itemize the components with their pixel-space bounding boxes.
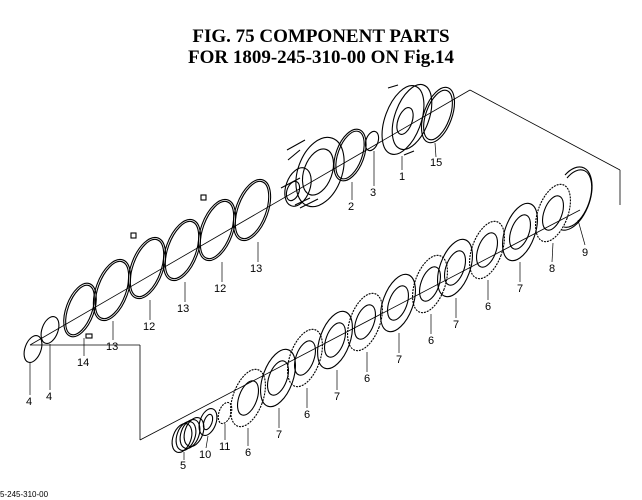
o-ring-4-a xyxy=(23,335,43,363)
ring-13-a xyxy=(92,258,132,322)
label-part-3: 3 xyxy=(370,187,376,199)
leader-lines xyxy=(29,142,586,460)
figure-title-line-2: FOR 1809-245-310-00 ON Fig.14 xyxy=(188,47,454,68)
plate-7-f xyxy=(502,202,538,262)
ring-12-b xyxy=(197,194,237,262)
plate-7-d xyxy=(380,273,416,333)
label-part-13-c: 13 xyxy=(250,263,262,275)
snap-ring-15 xyxy=(420,86,456,144)
part-labels: 15 1 3 2 13 12 13 12 13 14 4 4 9 8 7 6 7… xyxy=(26,157,588,472)
ring-13-b xyxy=(162,218,202,282)
spring-5 xyxy=(171,417,205,453)
ring-11 xyxy=(217,401,233,425)
label-part-5: 5 xyxy=(180,460,186,472)
figure-title-line-1: FIG. 75 COMPONENT PARTS xyxy=(192,26,450,47)
label-part-14: 14 xyxy=(77,357,89,369)
label-part-13-b: 13 xyxy=(177,303,189,315)
label-part-6-c: 6 xyxy=(364,373,370,385)
label-part-4-a: 4 xyxy=(26,396,32,408)
label-part-6-e: 6 xyxy=(485,301,491,313)
label-part-7-e: 7 xyxy=(453,319,459,331)
seal-ring-2 xyxy=(333,128,367,182)
label-part-11: 11 xyxy=(219,441,230,453)
footer-code: 5-245-310-00 xyxy=(0,490,49,499)
label-part-6-a: 6 xyxy=(245,447,251,459)
ring-12-a xyxy=(127,232,167,300)
label-part-8: 8 xyxy=(549,263,555,275)
o-ring-3 xyxy=(364,130,380,152)
snap-ring-9 xyxy=(561,166,593,231)
label-part-15: 15 xyxy=(430,157,442,169)
plate-6-a xyxy=(230,368,266,428)
plate-7-c xyxy=(317,310,353,370)
label-part-9: 9 xyxy=(582,247,588,259)
label-part-7-d: 7 xyxy=(396,354,402,366)
ring-13-c xyxy=(232,178,272,242)
plate-8 xyxy=(535,183,571,243)
label-part-2: 2 xyxy=(348,201,354,213)
label-part-7-f: 7 xyxy=(517,283,523,295)
label-part-6-d: 6 xyxy=(428,335,434,347)
label-part-7-c: 7 xyxy=(334,391,340,403)
plate-6-e xyxy=(469,220,505,280)
label-part-1: 1 xyxy=(399,171,405,183)
o-ring-4-b xyxy=(40,316,60,344)
ring-14 xyxy=(63,282,97,339)
label-part-6-b: 6 xyxy=(304,409,310,421)
clutch-hub xyxy=(280,136,345,209)
plate-6-b xyxy=(287,328,323,388)
label-part-12-a: 12 xyxy=(143,321,155,333)
plate-7-b xyxy=(260,348,296,408)
piston-1 xyxy=(381,83,433,156)
label-part-7-b: 7 xyxy=(276,429,282,441)
label-part-4-b: 4 xyxy=(46,391,52,403)
label-part-12-b: 12 xyxy=(214,283,226,295)
figure-title: FIG. 75 COMPONENT PARTS FOR 1809-245-310… xyxy=(0,26,642,68)
label-part-13-a: 13 xyxy=(106,341,118,353)
assembly-axis-lines xyxy=(29,89,621,441)
label-part-10: 10 xyxy=(199,449,211,461)
plate-6-d xyxy=(412,254,448,314)
